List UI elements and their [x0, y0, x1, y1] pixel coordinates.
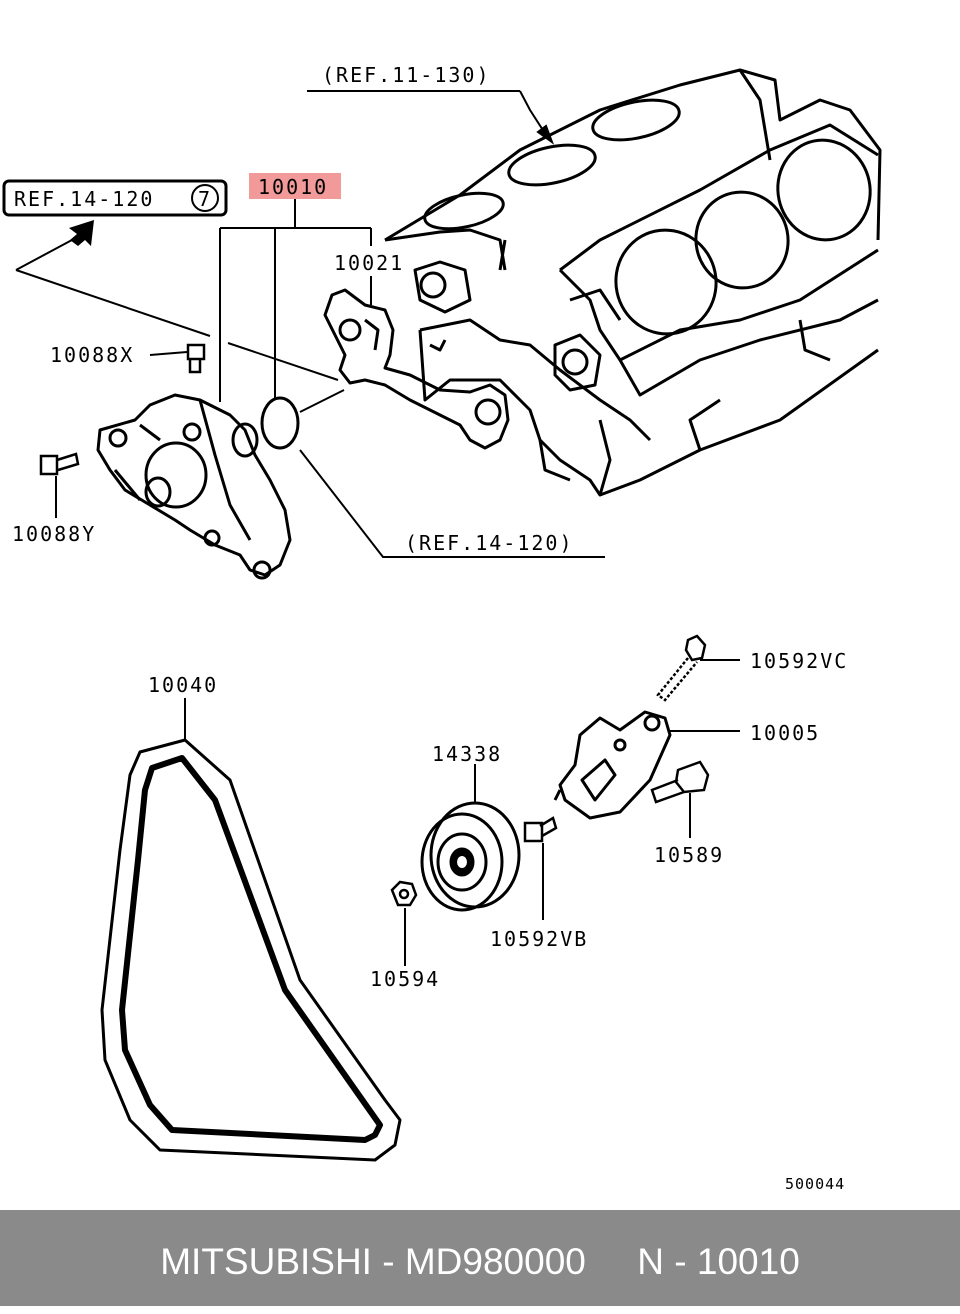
ref-14-120-boxed-label[interactable]: REF.14-120 — [14, 187, 154, 211]
footer-ref-number[interactable]: 10010 — [696, 1241, 800, 1282]
part-10010-label[interactable]: 10010 — [258, 175, 328, 199]
tensioner-bracket-illustration — [553, 710, 672, 820]
part-10592vc-label[interactable]: 10592VC — [750, 649, 848, 673]
gasket-illustration — [323, 288, 510, 450]
ref-11-130-label[interactable]: (REF.11-130) — [322, 63, 491, 87]
water-pump-illustration — [96, 393, 292, 580]
o-ring-illustration — [260, 396, 300, 450]
nut-10594-illustration — [390, 880, 418, 907]
part-10021-label[interactable]: 10021 — [334, 251, 404, 275]
bolt-10592vc-illustration — [656, 634, 707, 702]
part-10088y-label[interactable]: 10088Y — [12, 522, 96, 546]
footer-part-info: MITSUBISHI - MD980000 N - 10010 — [0, 1210, 960, 1306]
footer-bar: MITSUBISHI - MD980000 N - 10010 — [0, 1210, 960, 1306]
drive-belt-illustration — [100, 738, 402, 1162]
part-10040-label[interactable]: 10040 — [148, 673, 218, 697]
part-highlight-box — [249, 173, 341, 199]
engine-block-illustration — [384, 68, 882, 497]
part-10594-label[interactable]: 10594 — [370, 967, 440, 991]
part-10589-label[interactable]: 10589 — [654, 843, 724, 867]
parts-diagram: (REF.11-130) REF.14-120 7 10010 10021 10… — [2, 63, 882, 1193]
part-10088x-label[interactable]: 10088X — [50, 343, 134, 367]
footer-part-number[interactable]: MD980000 — [404, 1241, 586, 1282]
idler-pulley-illustration — [420, 801, 521, 912]
bolt-10088x-illustration — [186, 343, 206, 374]
bolt-10592vb-illustration — [523, 816, 558, 843]
footer-ref-prefix: N - — [637, 1241, 697, 1282]
leader-lines-upper — [15, 90, 605, 558]
bolt-10088y-illustration — [39, 452, 80, 476]
ref-arrow-icon — [69, 220, 94, 246]
bolt-10589-illustration — [650, 760, 710, 804]
diagram-number: 500044 — [785, 1175, 845, 1193]
footer-gap — [586, 1241, 637, 1282]
part-14338-label[interactable]: 14338 — [432, 742, 502, 766]
ref-box-outline — [2, 179, 228, 217]
footer-separator: - — [371, 1241, 405, 1282]
ref-circle-outline — [191, 184, 219, 212]
part-10592vb-label[interactable]: 10592VB — [490, 927, 588, 951]
footer-brand: MITSUBISHI — [160, 1241, 372, 1282]
ref-14-120-lower-label[interactable]: (REF.14-120) — [405, 531, 574, 555]
part-10005-label[interactable]: 10005 — [750, 721, 820, 745]
ref-circle-number: 7 — [198, 187, 210, 211]
